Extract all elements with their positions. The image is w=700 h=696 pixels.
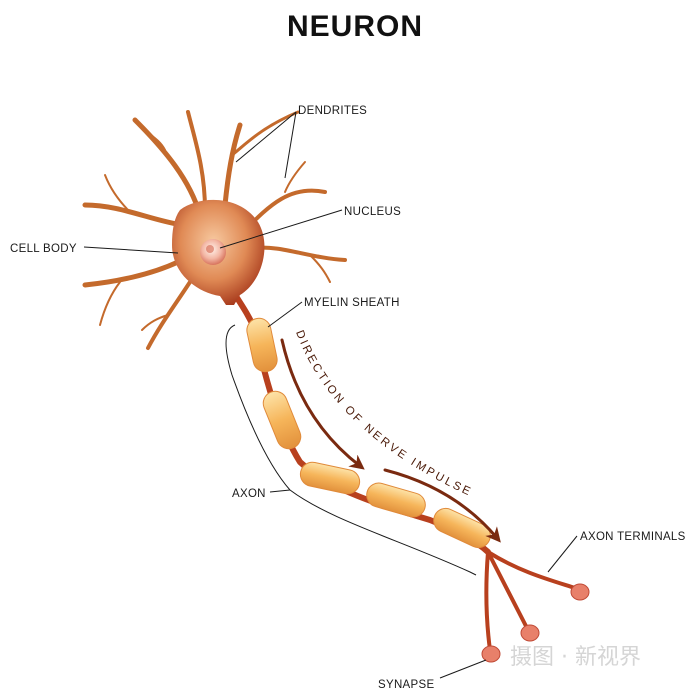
axon-leader bbox=[269, 489, 291, 493]
myelin-segment bbox=[262, 390, 302, 450]
page-title: NEURON bbox=[287, 10, 423, 43]
nucleolus bbox=[206, 245, 214, 253]
myelin-sheath bbox=[246, 317, 491, 549]
cell-body-label: CELL BODY bbox=[10, 243, 77, 255]
synapse-label: SYNAPSE bbox=[378, 679, 434, 691]
myelin-segment bbox=[433, 507, 491, 549]
nucleus-label: NUCLEUS bbox=[344, 206, 401, 218]
dendrites-label: DENDRITES bbox=[298, 105, 367, 117]
nucleus bbox=[200, 239, 226, 265]
synaptic-knobs bbox=[481, 583, 590, 663]
myelin-sheath-label: MYELIN SHEATH bbox=[304, 297, 400, 309]
impulse-arrows bbox=[280, 338, 501, 543]
myelin-segment bbox=[246, 317, 278, 373]
leader-lines bbox=[83, 111, 578, 679]
synaptic-knob bbox=[481, 645, 501, 663]
watermark: 摄图 · 新视界 bbox=[510, 645, 641, 670]
myelin-segment bbox=[366, 482, 426, 518]
axon-label: AXON bbox=[232, 488, 266, 500]
axon-terminals bbox=[484, 550, 577, 652]
axon-bracket bbox=[225, 324, 477, 576]
synaptic-knob bbox=[520, 624, 540, 642]
synaptic-knob bbox=[570, 583, 590, 601]
axon-terminals-label: AXON TERMINALS bbox=[580, 531, 686, 543]
myelin-segment bbox=[299, 461, 361, 495]
